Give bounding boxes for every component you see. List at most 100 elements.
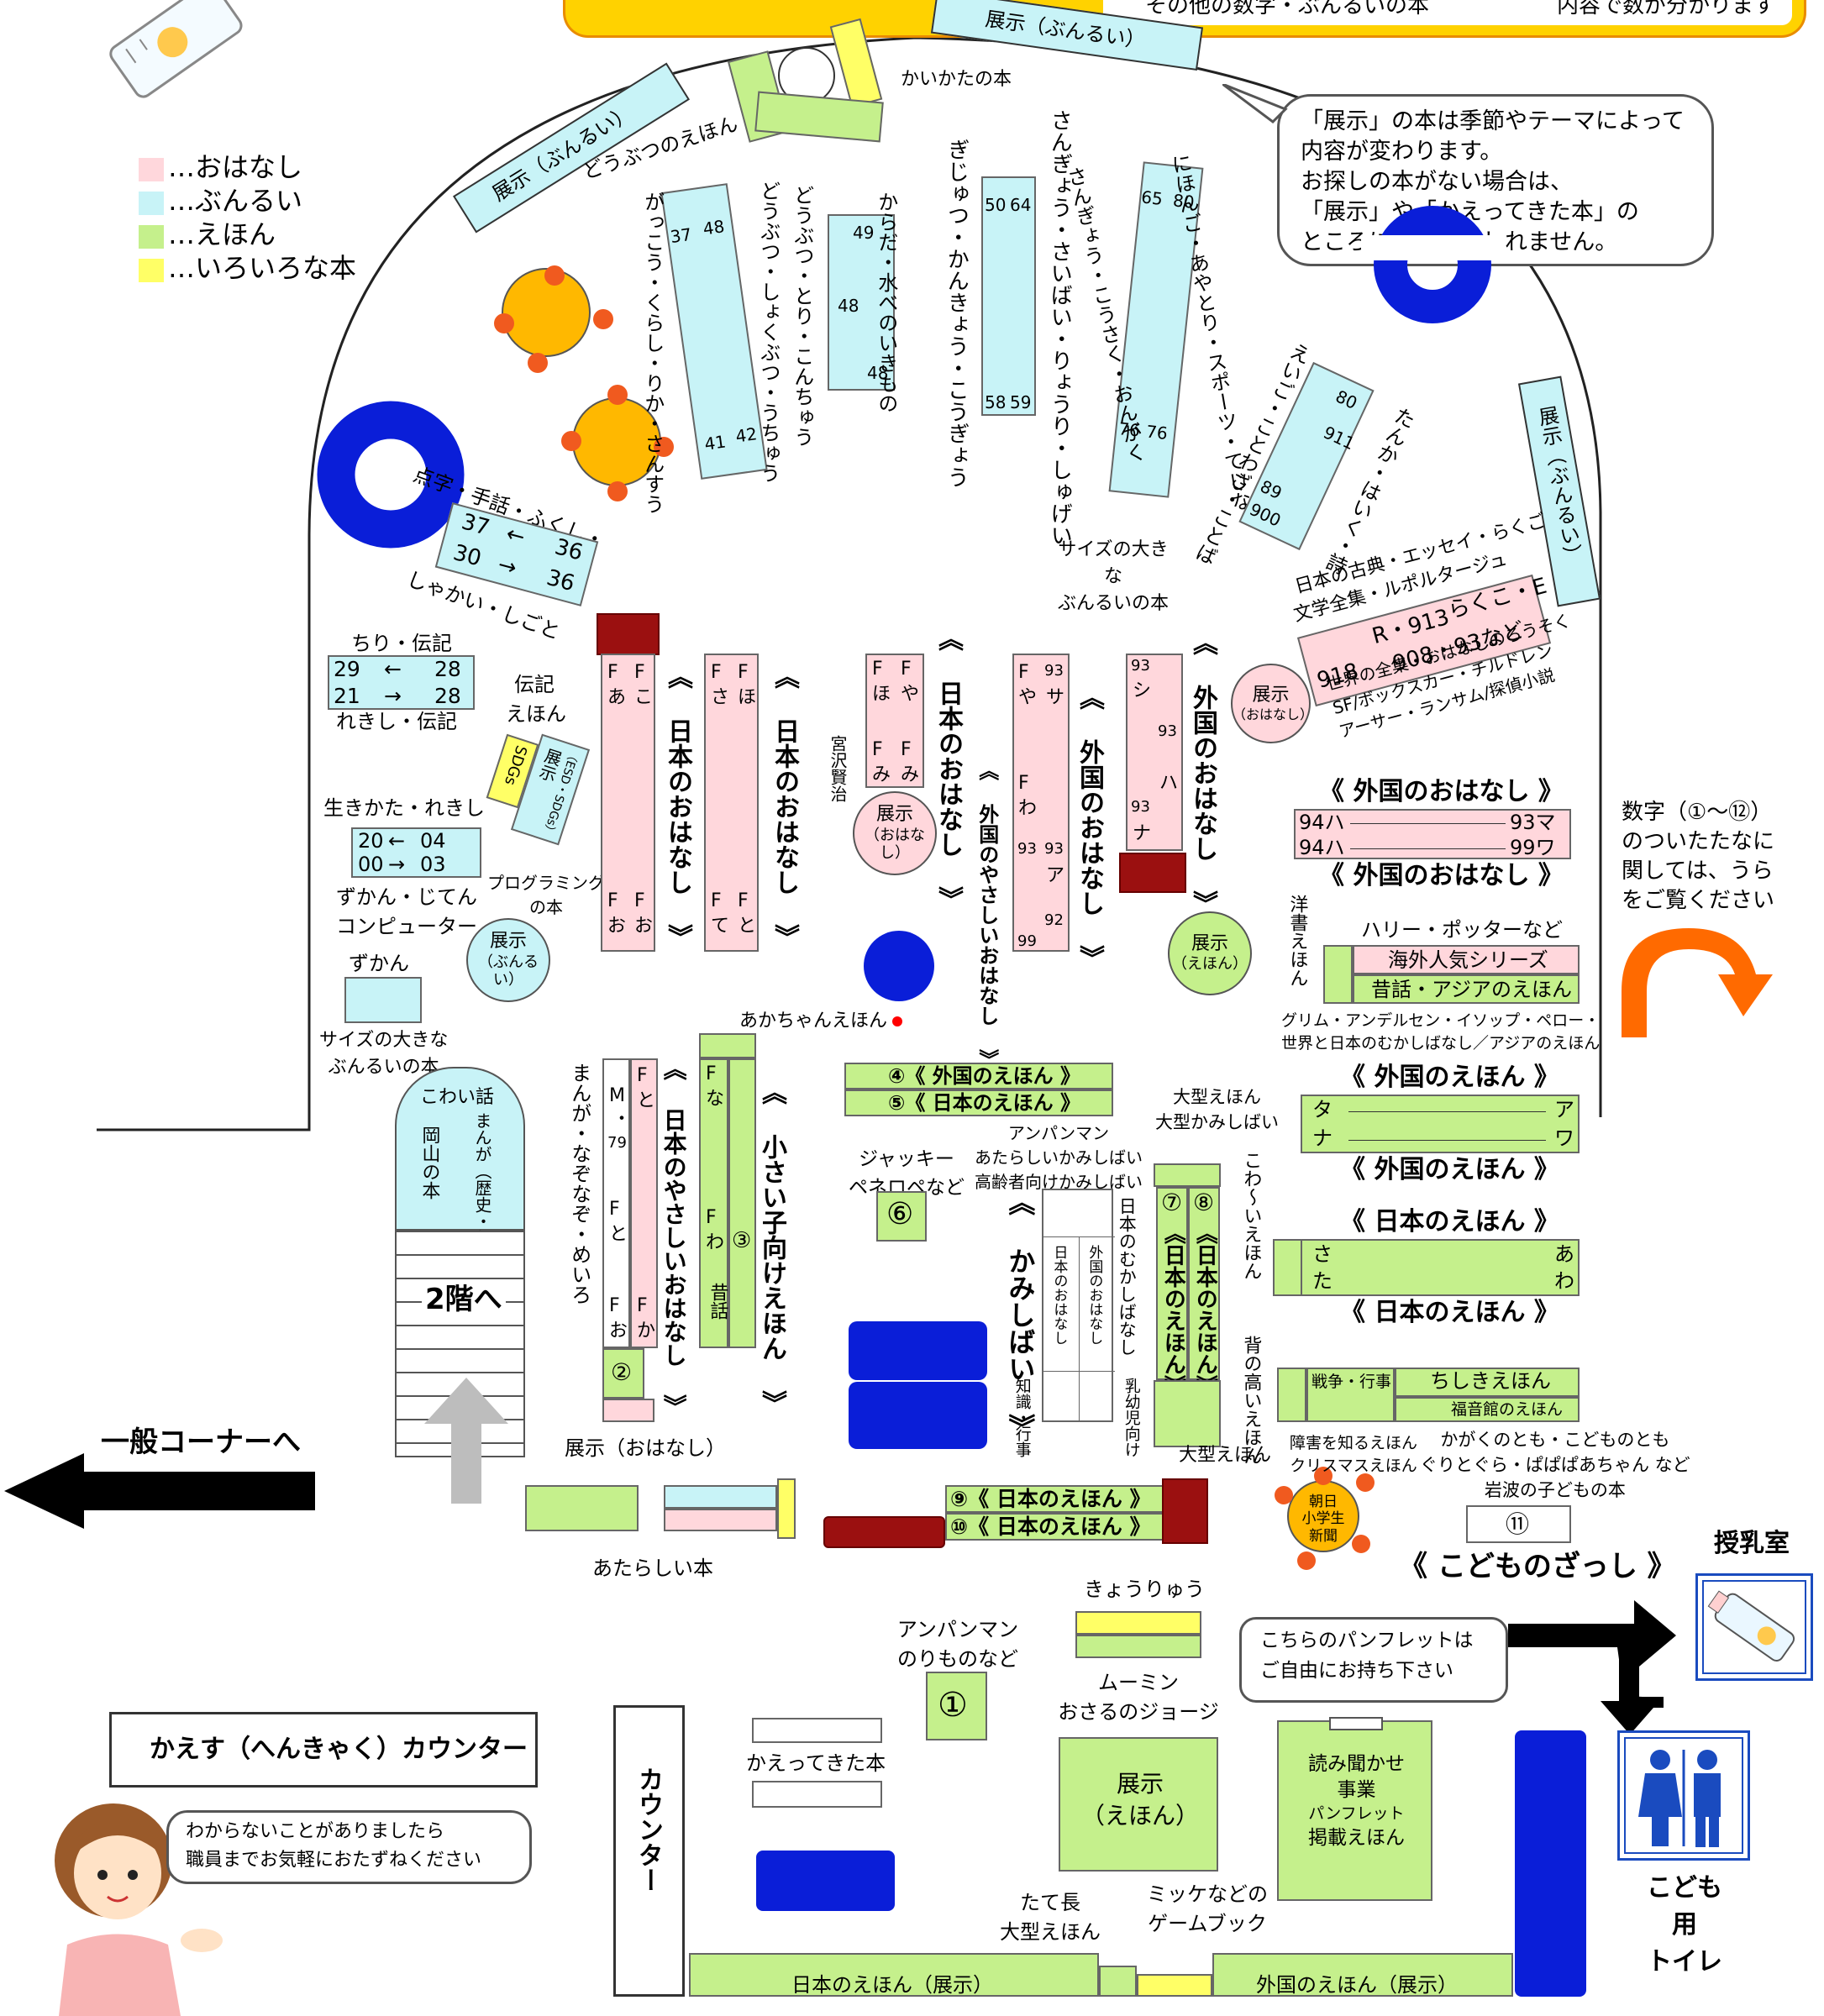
miyazawa-label: 宮沢賢治 <box>828 735 848 802</box>
callout-pointer <box>1222 84 1288 123</box>
junyu-label: 授乳室 <box>1714 1529 1790 1558</box>
size-big-label-top: サイズの大きな ぶんるいの本 <box>1057 539 1169 614</box>
shelf-11: ⑪ <box>1466 1505 1571 1543</box>
chiisai-label: 《 小さい子向けえほん 》 <box>757 1079 786 1415</box>
return-counter[interactable]: かえす（へんきゃく）カウンター <box>109 1712 538 1788</box>
baby-bottle-icon <box>109 0 243 98</box>
end-cap-maroon-4 <box>823 1516 945 1548</box>
col-sangyou-label: さんぎょう・さいばい・りょうり・しゅげい <box>1047 109 1073 546</box>
shelf-m79: M ・ 79 F と F お <box>602 1058 631 1348</box>
general-corner-label: 一般コーナーへ <box>101 1425 301 1459</box>
blue-bench-4 <box>1515 1730 1586 1997</box>
gaikoku-ohanashi-title-2: 《 外国のおはなし 》 <box>1319 861 1564 890</box>
shelf-50-64: 50 64 58 59 <box>981 176 1036 416</box>
atarashii-label: あたらしい本 <box>592 1557 713 1580</box>
blue-bench-2 <box>849 1382 987 1449</box>
col-gijutsu-label: ぎじゅつ・かんきょう・こうぎょう <box>944 139 970 488</box>
sei-takai-label: 背の高いえほん <box>1240 1336 1262 1465</box>
shelf-29-21: 29 ← 28 21 → 28 <box>328 655 475 710</box>
tenji-ehon-circle: 展示（えほん） <box>1168 911 1252 995</box>
numbers-note: 数字（①～⑫） のついたたなに 関しては、うら をご覧ください <box>1622 800 1775 914</box>
gaikoku-yasashii-label: 《 外国のやさしいおはなし 》 <box>975 760 999 1069</box>
shelf-1: ① <box>926 1672 987 1740</box>
shelf-4: ④《 外国のえほん 》 <box>844 1063 1113 1089</box>
nyuyouji-label: 乳幼児向け <box>1122 1378 1141 1457</box>
shelf-moomin <box>1075 1635 1201 1658</box>
nihon-ehon-title: 《 日本のえほん 》 <box>1340 1207 1559 1236</box>
end-cap-maroon-1 <box>597 613 660 655</box>
ogata-top-label: 大型えほん 大型かみしばい <box>1155 1087 1279 1132</box>
shelf-kaigai-side <box>1323 945 1353 1004</box>
col-gakkou-label: がっこう・くらし・りか・さんすう <box>640 192 665 514</box>
shelf-atarashii-2 <box>664 1485 777 1509</box>
size-big-label-left: サイズの大きな ぶんるいの本 <box>319 1030 449 1078</box>
nihon-mukashi-label: 日本のむかしばなし <box>1117 1197 1138 1356</box>
shelf-yomikikase[interactable]: 読み聞かせ 事業 パンフレット 掲載えほん <box>1277 1717 1432 1901</box>
shelf-8: ⑧ 《日本のえほん》 <box>1188 1187 1220 1397</box>
tenji-ohanashi-circle-2: 展示（おはなし） <box>1231 664 1313 743</box>
legend-label: …おはなし <box>168 151 303 183</box>
grimm-label: グリム・アンデルセン・イソップ・ペロー・ 世界と日本のむかしばなし／アジアのえほ… <box>1281 1011 1601 1053</box>
rekishi-label: れきし・伝記 <box>336 710 457 733</box>
shelf-mikke <box>1137 1974 1212 1997</box>
gaikoku-ehon-title: 《 外国のえほん 》 <box>1340 1063 1559 1092</box>
blue-bench-1 <box>849 1321 987 1380</box>
moomin-label: ムーミン おさるのジョージ <box>1058 1671 1219 1724</box>
legend-swatch <box>139 225 164 249</box>
counter[interactable]: カウンター <box>613 1705 685 1997</box>
nursing-room[interactable] <box>1695 1573 1813 1681</box>
shelf-nihon-ehon: さ あ た わ <box>1301 1239 1580 1296</box>
up-arrow-icon <box>424 1378 508 1504</box>
toilet[interactable] <box>1617 1730 1750 1861</box>
blue-bench-3 <box>756 1851 895 1911</box>
nihon-ohanashi-label-2: 《 日本のおはなし 》 <box>770 664 799 949</box>
programming-label: プログラミング の本 <box>487 873 605 917</box>
curved-arrow-icon <box>1622 928 1773 1037</box>
anpanman-norimono-label: アンパンマン のりものなど <box>896 1618 1019 1671</box>
shelf-kaettekita-1 <box>752 1718 882 1743</box>
legend-swatch <box>139 192 164 215</box>
asahi-label: 朝日 小学生 新聞 <box>1301 1494 1345 1545</box>
ikikata-label: 生きかた・れきし <box>323 796 485 820</box>
shelf-fukuinkan: 福音館のえほん <box>1395 1397 1580 1422</box>
shelf-mukashi: 昔話・アジアのえほん <box>1353 974 1580 1004</box>
col-doubutsu-label: どうぶつ・しょくぶつ・うちゅう <box>756 181 781 483</box>
tenji-bunrui-circle: 展示（ぶんるい） <box>466 918 550 1002</box>
gaikoku-ohanashi-title: 《 外国のおはなし 》 <box>1319 777 1564 806</box>
kyouryuu-label: きょうりゅう <box>1084 1578 1205 1601</box>
manga-label: まんが・なぞなぞ・めいろ <box>567 1063 591 1305</box>
shelf-atarashii-1 <box>525 1485 639 1531</box>
shelf-20-00: 20 ← 04 00 → 03 <box>351 827 481 878</box>
legend-label: …いろいろな本 <box>168 252 357 284</box>
baby-bottle-icon <box>1702 1580 1806 1674</box>
kamishibai-label: 《 かみしばい 》 <box>1004 1189 1037 1441</box>
end-cap-maroon-3 <box>1162 1478 1208 1544</box>
shelf-kaigai: 海外人気シリーズ <box>1353 945 1580 974</box>
shelf-94: 94ハ 93マ 94ハ 99ワ <box>1294 809 1571 859</box>
shelf-f-sa: F さ F て F ほ F と <box>704 654 759 952</box>
yousho-label: 洋書えほん <box>1286 895 1308 987</box>
path-arrows-icon <box>1508 1600 1676 1735</box>
shelf-chiisai-top <box>699 1033 756 1058</box>
mikke-label: ミッケなどの ゲームブック <box>1147 1882 1268 1935</box>
nihon-yasashii-label: 《 日本のやさしいおはなし 》 <box>660 1057 688 1418</box>
shelf-10: ⑩《 日本のえほん 》 <box>945 1513 1165 1541</box>
shelf-f-ya-93: F や F わ 93 サ 93 ア 92 93 99 <box>1012 654 1070 952</box>
stairs-top-box: こわい話 岡山の本 まんが（歴史・伝記） <box>395 1067 525 1280</box>
gaikoku-ohanashi-label-2: 《 外国のおはなし 》 <box>1188 630 1217 916</box>
kagaku-label: かがくのとも・こどものとも ぐりとぐら・ぱぱぱあちゃん など 岩波の子どもの本 <box>1420 1430 1690 1500</box>
ogata-label: 大型えほん <box>1179 1445 1272 1466</box>
shelf-93-shi: 93 シ 93 ハ 93 ナ <box>1126 654 1183 851</box>
legend-label: …ぶんるい <box>168 185 303 217</box>
shelf-3: ③ <box>728 1058 756 1348</box>
shelf-nihon-ehon-side <box>1273 1239 1302 1296</box>
shelf-atarashii-3 <box>664 1509 777 1531</box>
staff-callout: わからないことがありましたら 職員までお気軽におたずねください <box>166 1810 532 1884</box>
col-tori-label: どうぶつ・とり・こんちゅう <box>790 185 814 447</box>
kaettekita-label: かえってきた本 <box>746 1751 886 1775</box>
shelf-zukan <box>344 977 422 1023</box>
shelf-6: ⑥ <box>876 1191 927 1242</box>
shelf-chishiki: ちしきえほん <box>1395 1368 1580 1397</box>
